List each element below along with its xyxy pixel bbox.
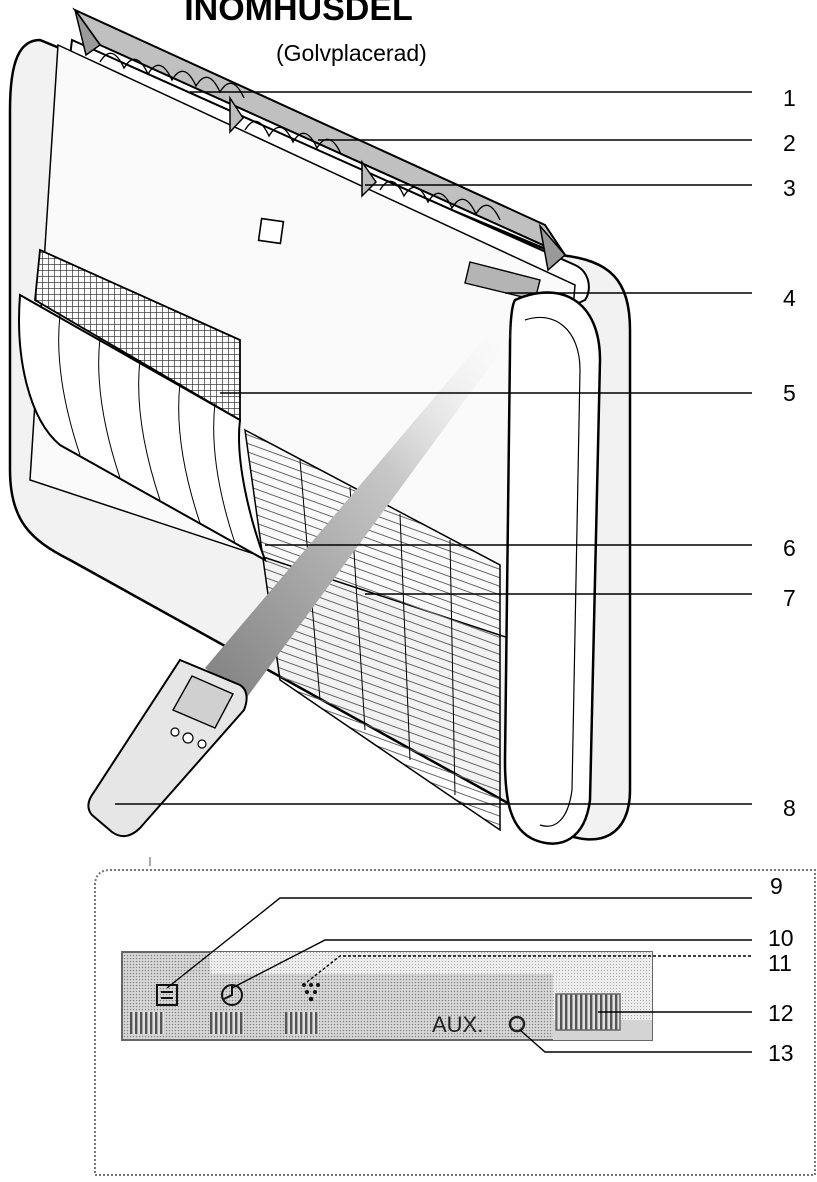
timer-icon bbox=[221, 984, 243, 1006]
leader-lines bbox=[115, 91, 752, 805]
remote-control bbox=[87, 658, 248, 838]
defrost-icon bbox=[302, 983, 320, 1002]
callout-4: 4 bbox=[783, 285, 796, 311]
callout-7: 7 bbox=[783, 585, 796, 611]
aux-label: AUX. bbox=[432, 1012, 484, 1037]
end-cap bbox=[503, 291, 602, 845]
filter-sign-icon bbox=[156, 984, 178, 1006]
callout-10: 10 bbox=[768, 925, 794, 951]
display-detail-frame bbox=[94, 869, 816, 1176]
aux-signal-icon bbox=[508, 1015, 526, 1033]
callout-3: 3 bbox=[783, 175, 796, 201]
callout-13: 13 bbox=[768, 1040, 794, 1066]
signal-beam bbox=[205, 320, 520, 700]
callout-1: 1 bbox=[783, 85, 796, 111]
receiver-window bbox=[257, 217, 285, 245]
diagram-subtitle: (Golvplacerad) bbox=[276, 40, 427, 66]
callout-8: 8 bbox=[783, 795, 796, 821]
callout-5: 5 bbox=[783, 380, 796, 406]
diagram-title: INOMHUSDEL bbox=[184, 0, 413, 28]
callout-6: 6 bbox=[783, 535, 796, 561]
callout-2: 2 bbox=[783, 130, 796, 156]
callout-11: 11 bbox=[768, 950, 792, 976]
callout-9: 9 bbox=[770, 873, 783, 899]
callout-12: 12 bbox=[768, 1000, 794, 1026]
